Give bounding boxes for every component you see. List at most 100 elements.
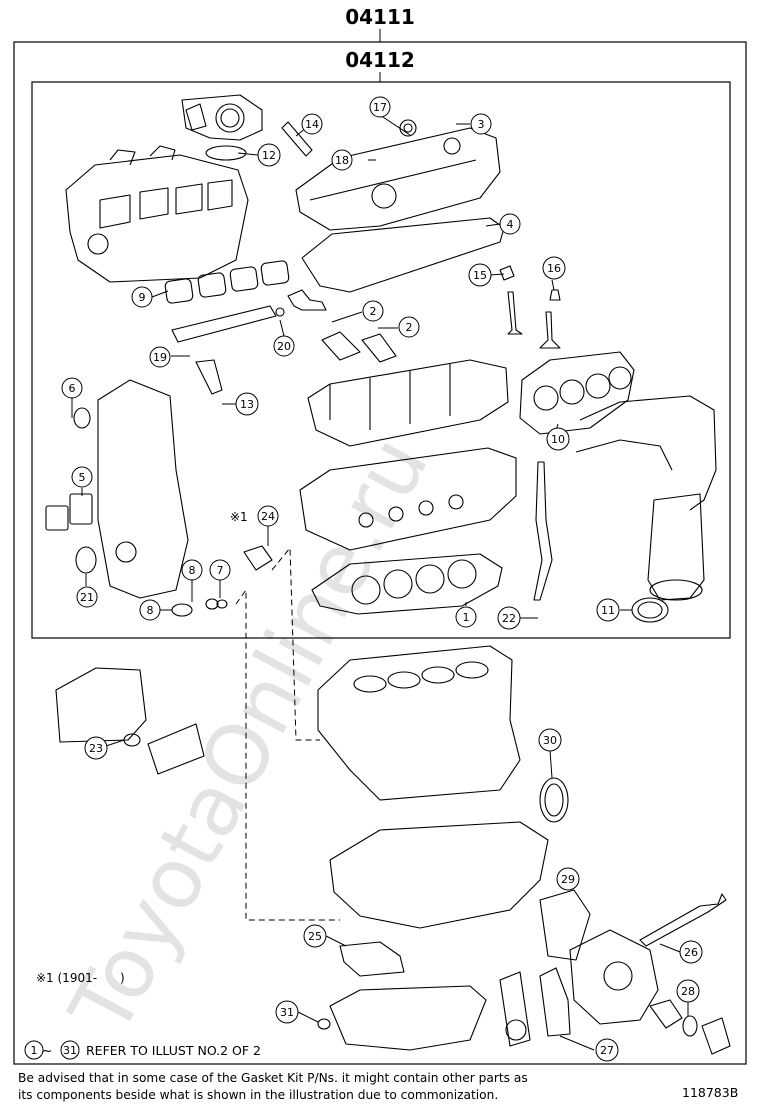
star-1-range-note: ※1 (1901- ) — [36, 971, 125, 985]
callout-3: 3 — [470, 113, 492, 135]
fuel-rail-drawing — [171, 289, 327, 395]
seal-6-drawing — [73, 407, 91, 429]
svg-text:25: 25 — [308, 930, 322, 943]
callout-6: 6 — [61, 377, 83, 399]
gasket-5-drawing — [69, 493, 93, 525]
callout-14: 14 — [301, 113, 323, 135]
drain-31-drawing — [317, 1018, 331, 1030]
svg-text:20: 20 — [277, 340, 291, 353]
svg-text:8: 8 — [189, 564, 196, 577]
timing-cover-drawing — [97, 379, 189, 599]
svg-text:19: 19 — [153, 351, 167, 364]
svg-text:5: 5 — [79, 471, 86, 484]
valves-drawing — [499, 265, 561, 349]
head-cover-drawing — [295, 119, 501, 231]
disclaimer: Be advised that in some case of the Gask… — [18, 1070, 618, 1104]
exhaust-manifold-drawing — [575, 395, 717, 601]
svg-text:18: 18 — [335, 154, 349, 167]
callout-4: 4 — [499, 213, 521, 235]
svg-text:29: 29 — [561, 873, 575, 886]
callout-5: 5 — [71, 466, 93, 488]
svg-text:23: 23 — [89, 742, 103, 755]
thermostat-drawing — [649, 999, 731, 1055]
cylinder-block-drawing — [317, 645, 521, 801]
callout-8b: 8 — [139, 599, 161, 621]
dashed-leaders — [235, 546, 340, 921]
svg-text:3: 3 — [478, 118, 485, 131]
svg-text:30: 30 — [543, 734, 557, 747]
svg-text:15: 15 — [473, 269, 487, 282]
svg-text:4: 4 — [507, 218, 514, 231]
outer-part-number: 04111 — [345, 5, 415, 29]
oil-pan-upper-drawing — [329, 821, 549, 929]
svg-text:13: 13 — [240, 398, 254, 411]
tube-26-drawing — [639, 893, 727, 947]
callout-1: 1 — [455, 606, 477, 628]
svg-text:11: 11 — [601, 604, 615, 617]
callout-21: 21 — [76, 586, 98, 608]
svg-text:6: 6 — [69, 382, 76, 395]
callout-29: 29 — [556, 867, 580, 891]
callout-15: 15 — [468, 263, 492, 287]
water-pump-drawing — [499, 889, 659, 1047]
inner-frame — [31, 81, 731, 639]
refer-note: 1 ~ 31 REFER TO ILLUST NO.2 OF 2 — [24, 1040, 261, 1060]
callout-25: 25 — [303, 924, 327, 948]
disclaimer-line-2: its components beside what is shown in t… — [18, 1088, 499, 1102]
oil-pan-lower-drawing — [329, 985, 487, 1051]
callout-28: 28 — [676, 979, 700, 1003]
svg-text:14: 14 — [305, 118, 319, 131]
throttle-body-drawing — [181, 94, 263, 141]
svg-text:22: 22 — [502, 612, 516, 625]
svg-text:26: 26 — [684, 946, 698, 959]
callout-11: 11 — [596, 598, 620, 622]
exhaust-gasket-drawing — [519, 351, 635, 435]
fitting-24-drawing — [243, 545, 273, 571]
callout-2b: 2 — [398, 316, 420, 338]
callout-9: 9 — [131, 286, 153, 308]
camshaft-housing-drawing — [307, 331, 509, 447]
svg-text:12: 12 — [262, 149, 276, 162]
intake-gaskets-drawing — [164, 260, 290, 304]
svg-text:31: 31 — [280, 1006, 294, 1019]
callout-23: 23 — [84, 736, 108, 760]
callout-2a: 2 — [362, 300, 384, 322]
callout-27: 27 — [595, 1038, 619, 1062]
svg-text:31: 31 — [63, 1044, 77, 1057]
callout-13: 13 — [235, 392, 259, 416]
svg-text:24: 24 — [261, 510, 275, 523]
o-ring-8-drawing — [171, 603, 193, 617]
callout-31: 31 — [275, 1000, 299, 1024]
star-1-marker: ※1 — [230, 510, 248, 524]
intake-manifold-drawing — [65, 145, 249, 283]
svg-text:9: 9 — [139, 291, 146, 304]
callout-7: 7 — [209, 559, 231, 581]
svg-text:2: 2 — [406, 321, 413, 334]
rear-seal-drawing — [539, 777, 569, 823]
callout-30: 30 — [538, 728, 562, 752]
svg-text:21: 21 — [80, 591, 94, 604]
oil-strainer-drawing — [339, 941, 405, 977]
callout-19: 19 — [149, 346, 171, 368]
callout-17: 17 — [369, 96, 391, 118]
svg-text:8: 8 — [147, 604, 154, 617]
inner-part-number: 04112 — [345, 48, 415, 72]
svg-text:1: 1 — [463, 611, 470, 624]
svg-text:17: 17 — [373, 101, 387, 114]
svg-text:10: 10 — [551, 433, 565, 446]
svg-text:1: 1 — [31, 1044, 38, 1057]
disclaimer-line-1: Be advised that in some case of the Gask… — [18, 1071, 528, 1085]
dipstick-drawing — [533, 461, 553, 601]
svg-text:~: ~ — [42, 1044, 53, 1059]
outer-frame — [13, 41, 747, 1065]
stud-drawing — [281, 121, 313, 157]
refer-text: REFER TO ILLUST NO.2 OF 2 — [86, 1043, 261, 1058]
callout-22: 22 — [497, 606, 521, 630]
callout-18: 18 — [331, 149, 353, 171]
callout-8a: 8 — [181, 559, 203, 581]
svg-text:2: 2 — [370, 305, 377, 318]
head-gasket-drawing — [311, 553, 503, 615]
callout-20: 20 — [273, 335, 295, 357]
oil-seal-21-drawing — [75, 546, 97, 574]
